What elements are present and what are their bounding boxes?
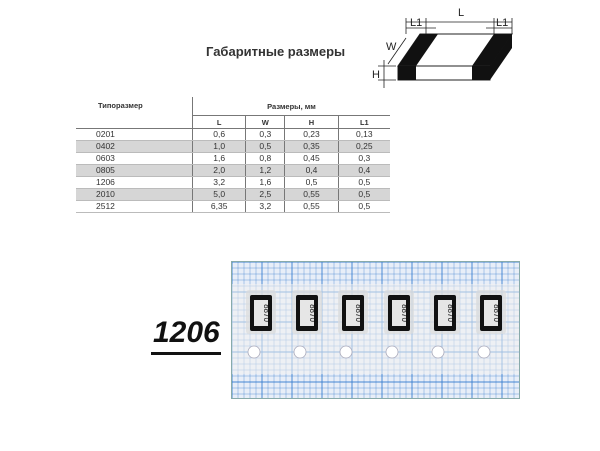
- resistor-chip-face: [484, 300, 498, 326]
- size-label-underline: [151, 352, 221, 355]
- label-L: L: [458, 7, 464, 19]
- cell-type: 0603: [76, 152, 193, 165]
- cell-L: 1,0: [191, 140, 246, 153]
- cell-type: 0201: [76, 128, 193, 141]
- label-H: H: [372, 69, 380, 81]
- cell-type: 0402: [76, 140, 193, 153]
- size-label: 1206: [153, 316, 220, 349]
- resistor-chip-face: [346, 300, 360, 326]
- subheader-L: L: [191, 115, 246, 129]
- subheader-H: H: [284, 115, 339, 129]
- resistor-chip-face: [254, 300, 268, 326]
- sprocket-hole: [293, 345, 307, 359]
- table-row: 2512 6,35 3,2 0,55 0,5: [76, 200, 390, 213]
- chip-marking: 8870: [308, 304, 317, 322]
- chip-marking: 8870: [492, 304, 501, 322]
- cell-L1: 0,5: [337, 176, 390, 189]
- cell-L: 6,35: [191, 200, 246, 213]
- cell-type: 1206: [76, 176, 193, 189]
- cell-L: 5,0: [191, 188, 246, 201]
- cell-type: 0805: [76, 164, 193, 177]
- sprocket-hole: [339, 345, 353, 359]
- subheader-W: W: [245, 115, 285, 129]
- label-L1-left: L1: [410, 17, 422, 29]
- cell-L1: 0,5: [337, 188, 390, 201]
- type-column-header: Типоразмер: [76, 97, 193, 129]
- cell-L1: 0,5: [337, 200, 390, 213]
- chip-marking: 8870: [400, 304, 409, 322]
- cell-L: 0,6: [191, 128, 246, 141]
- table-row: 0402 1,0 0,5 0,35 0,25: [76, 140, 390, 153]
- tape-strip: [232, 284, 519, 374]
- page-title: Габаритные размеры: [206, 44, 346, 59]
- cell-L1: 0,13: [337, 128, 390, 141]
- dimensions-table: Типоразмер Размеры, мм L W H L1 0201 0,6…: [76, 97, 390, 213]
- cell-L: 3,2: [191, 176, 246, 189]
- chip-marking: 8870: [354, 304, 363, 322]
- dimension-drawing: L L1 L1 W H: [372, 7, 513, 88]
- cell-W: 0,3: [245, 128, 285, 141]
- cell-W: 2,5: [245, 188, 285, 201]
- resistor-chip-face: [392, 300, 406, 326]
- cell-H: 0,45: [284, 152, 339, 165]
- cell-W: 3,2: [245, 200, 285, 213]
- resistor-chip-face: [438, 300, 452, 326]
- cell-W: 0,8: [245, 152, 285, 165]
- cell-L1: 0,3: [337, 152, 390, 165]
- cell-L1: 0,25: [337, 140, 390, 153]
- cell-W: 0,5: [245, 140, 285, 153]
- label-W: W: [386, 41, 397, 53]
- dims-column-header: Размеры, мм: [192, 97, 390, 116]
- table-row: 0201 0,6 0,3 0,23 0,13: [76, 128, 390, 141]
- table-row: 2010 5,0 2,5 0,55 0,5: [76, 188, 390, 201]
- label-L1-right: L1: [496, 17, 508, 29]
- table-row: 1206 3,2 1,6 0,5 0,5: [76, 176, 390, 189]
- sprocket-hole: [431, 345, 445, 359]
- resistor-chip-face: [300, 300, 314, 326]
- cell-H: 0,4: [284, 164, 339, 177]
- cell-W: 1,2: [245, 164, 285, 177]
- table-row: 0805 2,0 1,2 0,4 0,4: [76, 164, 390, 177]
- cell-type: 2512: [76, 200, 193, 213]
- chip-marking: 8870: [262, 304, 271, 322]
- cell-H: 0,35: [284, 140, 339, 153]
- cell-H: 0,55: [284, 200, 339, 213]
- sprocket-hole: [385, 345, 399, 359]
- carrier-tape-illustration: 8870 8870 8870 8870 8870 8870: [232, 262, 519, 398]
- cell-H: 0,55: [284, 188, 339, 201]
- sprocket-hole: [477, 345, 491, 359]
- cell-type: 2010: [76, 188, 193, 201]
- product-photo: 8870 8870 8870 8870 8870 8870: [231, 261, 520, 399]
- cell-W: 1,6: [245, 176, 285, 189]
- cell-L: 2,0: [191, 164, 246, 177]
- chip-marking: 8870: [446, 304, 455, 322]
- subheader-L1: L1: [337, 115, 390, 129]
- cell-H: 0,5: [284, 176, 339, 189]
- table-row: 0603 1,6 0,8 0,45 0,3: [76, 152, 390, 165]
- cell-H: 0,23: [284, 128, 339, 141]
- cell-L1: 0,4: [337, 164, 390, 177]
- cell-L: 1,6: [191, 152, 246, 165]
- sprocket-hole: [247, 345, 261, 359]
